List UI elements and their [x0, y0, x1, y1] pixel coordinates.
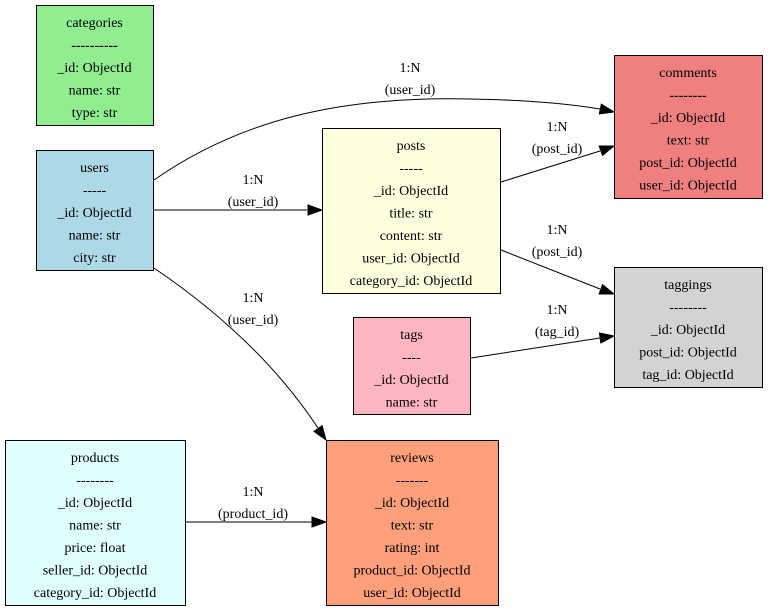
edge-key-label: (product_id) [218, 507, 288, 522]
node-separator: ---------- [71, 39, 118, 54]
node-title: users [80, 161, 109, 176]
node-field: user_id: ObjectId [362, 252, 460, 267]
node-field: tag_id: ObjectId [642, 368, 733, 383]
node-title: taggings [664, 278, 711, 293]
edge-line [470, 337, 601, 359]
node-field: _id: ObjectId [57, 496, 132, 511]
node-box [353, 317, 471, 415]
node-users[interactable]: users ----- _id: ObjectId name: str city: st… [36, 150, 154, 271]
node-field: _id: ObjectId [56, 206, 131, 221]
node-box [614, 267, 763, 388]
edge-arrowhead [313, 424, 327, 442]
edge-key-label: (post_id) [532, 142, 583, 157]
node-field: rating: int [385, 541, 440, 556]
node-box [5, 440, 186, 606]
node-field: post_id: ObjectId [639, 156, 737, 171]
edge-line [500, 150, 601, 183]
node-field: title: str [389, 207, 433, 222]
node-separator: ----- [83, 184, 107, 199]
node-field: name: str [386, 396, 438, 411]
node-field: name: str [69, 229, 121, 244]
node-field: text: str [667, 134, 710, 149]
node-box [36, 150, 154, 271]
edge-arrowhead [311, 516, 328, 528]
node-posts[interactable]: posts ----- _id: ObjectId title: str content… [322, 128, 501, 294]
node-field: _id: ObjectId [56, 61, 131, 76]
node-separator: ------- [396, 474, 429, 489]
edge-arrowhead [598, 332, 616, 344]
node-field: seller_id: ObjectId [43, 564, 148, 579]
node-field: _id: ObjectId [374, 496, 449, 511]
node-box [36, 5, 154, 126]
node-field: name: str [69, 84, 121, 99]
node-field: price: float [64, 541, 125, 556]
node-separator: -------- [669, 89, 707, 104]
edge-users-reviews: 1:N (user_id) [153, 267, 327, 442]
edge-cardinality-label: 1:N [400, 61, 421, 76]
edge-cardinality-label: 1:N [547, 303, 568, 318]
node-box [614, 55, 763, 199]
edge-line [500, 249, 601, 290]
node-reviews[interactable]: reviews ------- _id: ObjectId text: str rati… [326, 440, 499, 606]
edge-line [153, 98, 601, 181]
node-title: categories [66, 16, 123, 31]
edge-key-label: (user_id) [385, 83, 436, 98]
node-separator: -------- [669, 301, 707, 316]
node-separator: -------- [76, 474, 114, 489]
edge-key-label: (post_id) [532, 245, 583, 260]
edge-arrowhead [307, 204, 324, 216]
edge-cardinality-label: 1:N [243, 291, 264, 306]
edge-arrowhead [598, 145, 616, 157]
node-field: city: str [73, 251, 116, 266]
node-title: comments [659, 66, 717, 81]
node-tags[interactable]: tags ---- _id: ObjectId name: str [353, 317, 471, 415]
edge-products-reviews: 1:N (product_id) [186, 485, 328, 528]
edge-posts-taggings: 1:N (post_id) [500, 223, 616, 295]
node-separator: ----- [399, 162, 423, 177]
node-title: products [71, 451, 119, 466]
node-title: tags [400, 328, 423, 343]
edge-key-label: (tag_id) [535, 325, 580, 340]
node-box [322, 128, 501, 294]
node-separator: ---- [402, 351, 421, 366]
node-categories[interactable]: categories ---------- _id: ObjectId name: s… [36, 5, 154, 126]
node-products[interactable]: products -------- _id: ObjectId name: str pr… [5, 440, 186, 606]
node-field: _id: ObjectId [650, 111, 725, 126]
edge-cardinality-label: 1:N [547, 120, 568, 135]
edge-key-label: (user_id) [228, 195, 279, 210]
edge-users-posts: 1:N (user_id) [154, 173, 324, 216]
node-comments[interactable]: comments -------- _id: ObjectId text: str po… [614, 55, 763, 199]
node-field: content: str [380, 229, 443, 244]
edge-cardinality-label: 1:N [547, 223, 568, 238]
edge-arrowhead [598, 283, 616, 295]
node-field: category_id: ObjectId [34, 586, 156, 601]
node-taggings[interactable]: taggings -------- _id: ObjectId post_id: Ob… [614, 267, 763, 388]
node-field: name: str [69, 519, 121, 534]
edge-cardinality-label: 1:N [243, 485, 264, 500]
node-field: _id: ObjectId [650, 323, 725, 338]
edge-tags-taggings: 1:N (tag_id) [470, 303, 616, 359]
edge-arrowhead [598, 103, 616, 115]
edge-cardinality-label: 1:N [243, 173, 264, 188]
node-title: posts [397, 139, 426, 154]
node-field: type: str [72, 106, 118, 121]
edge-users-comments: 1:N (user_id) [153, 61, 616, 181]
edge-posts-comments: 1:N (post_id) [500, 120, 616, 183]
node-field: text: str [391, 519, 434, 534]
node-field: user_id: ObjectId [639, 179, 737, 194]
node-title: reviews [390, 451, 434, 466]
node-field: post_id: ObjectId [639, 346, 737, 361]
node-field: _id: ObjectId [373, 184, 448, 199]
edge-key-label: (user_id) [228, 313, 279, 328]
node-box [326, 440, 499, 606]
node-field: category_id: ObjectId [350, 274, 472, 289]
edge-line [153, 267, 319, 429]
node-field: user_id: ObjectId [363, 586, 461, 601]
node-field: product_id: ObjectId [353, 564, 470, 579]
node-field: _id: ObjectId [373, 373, 448, 388]
